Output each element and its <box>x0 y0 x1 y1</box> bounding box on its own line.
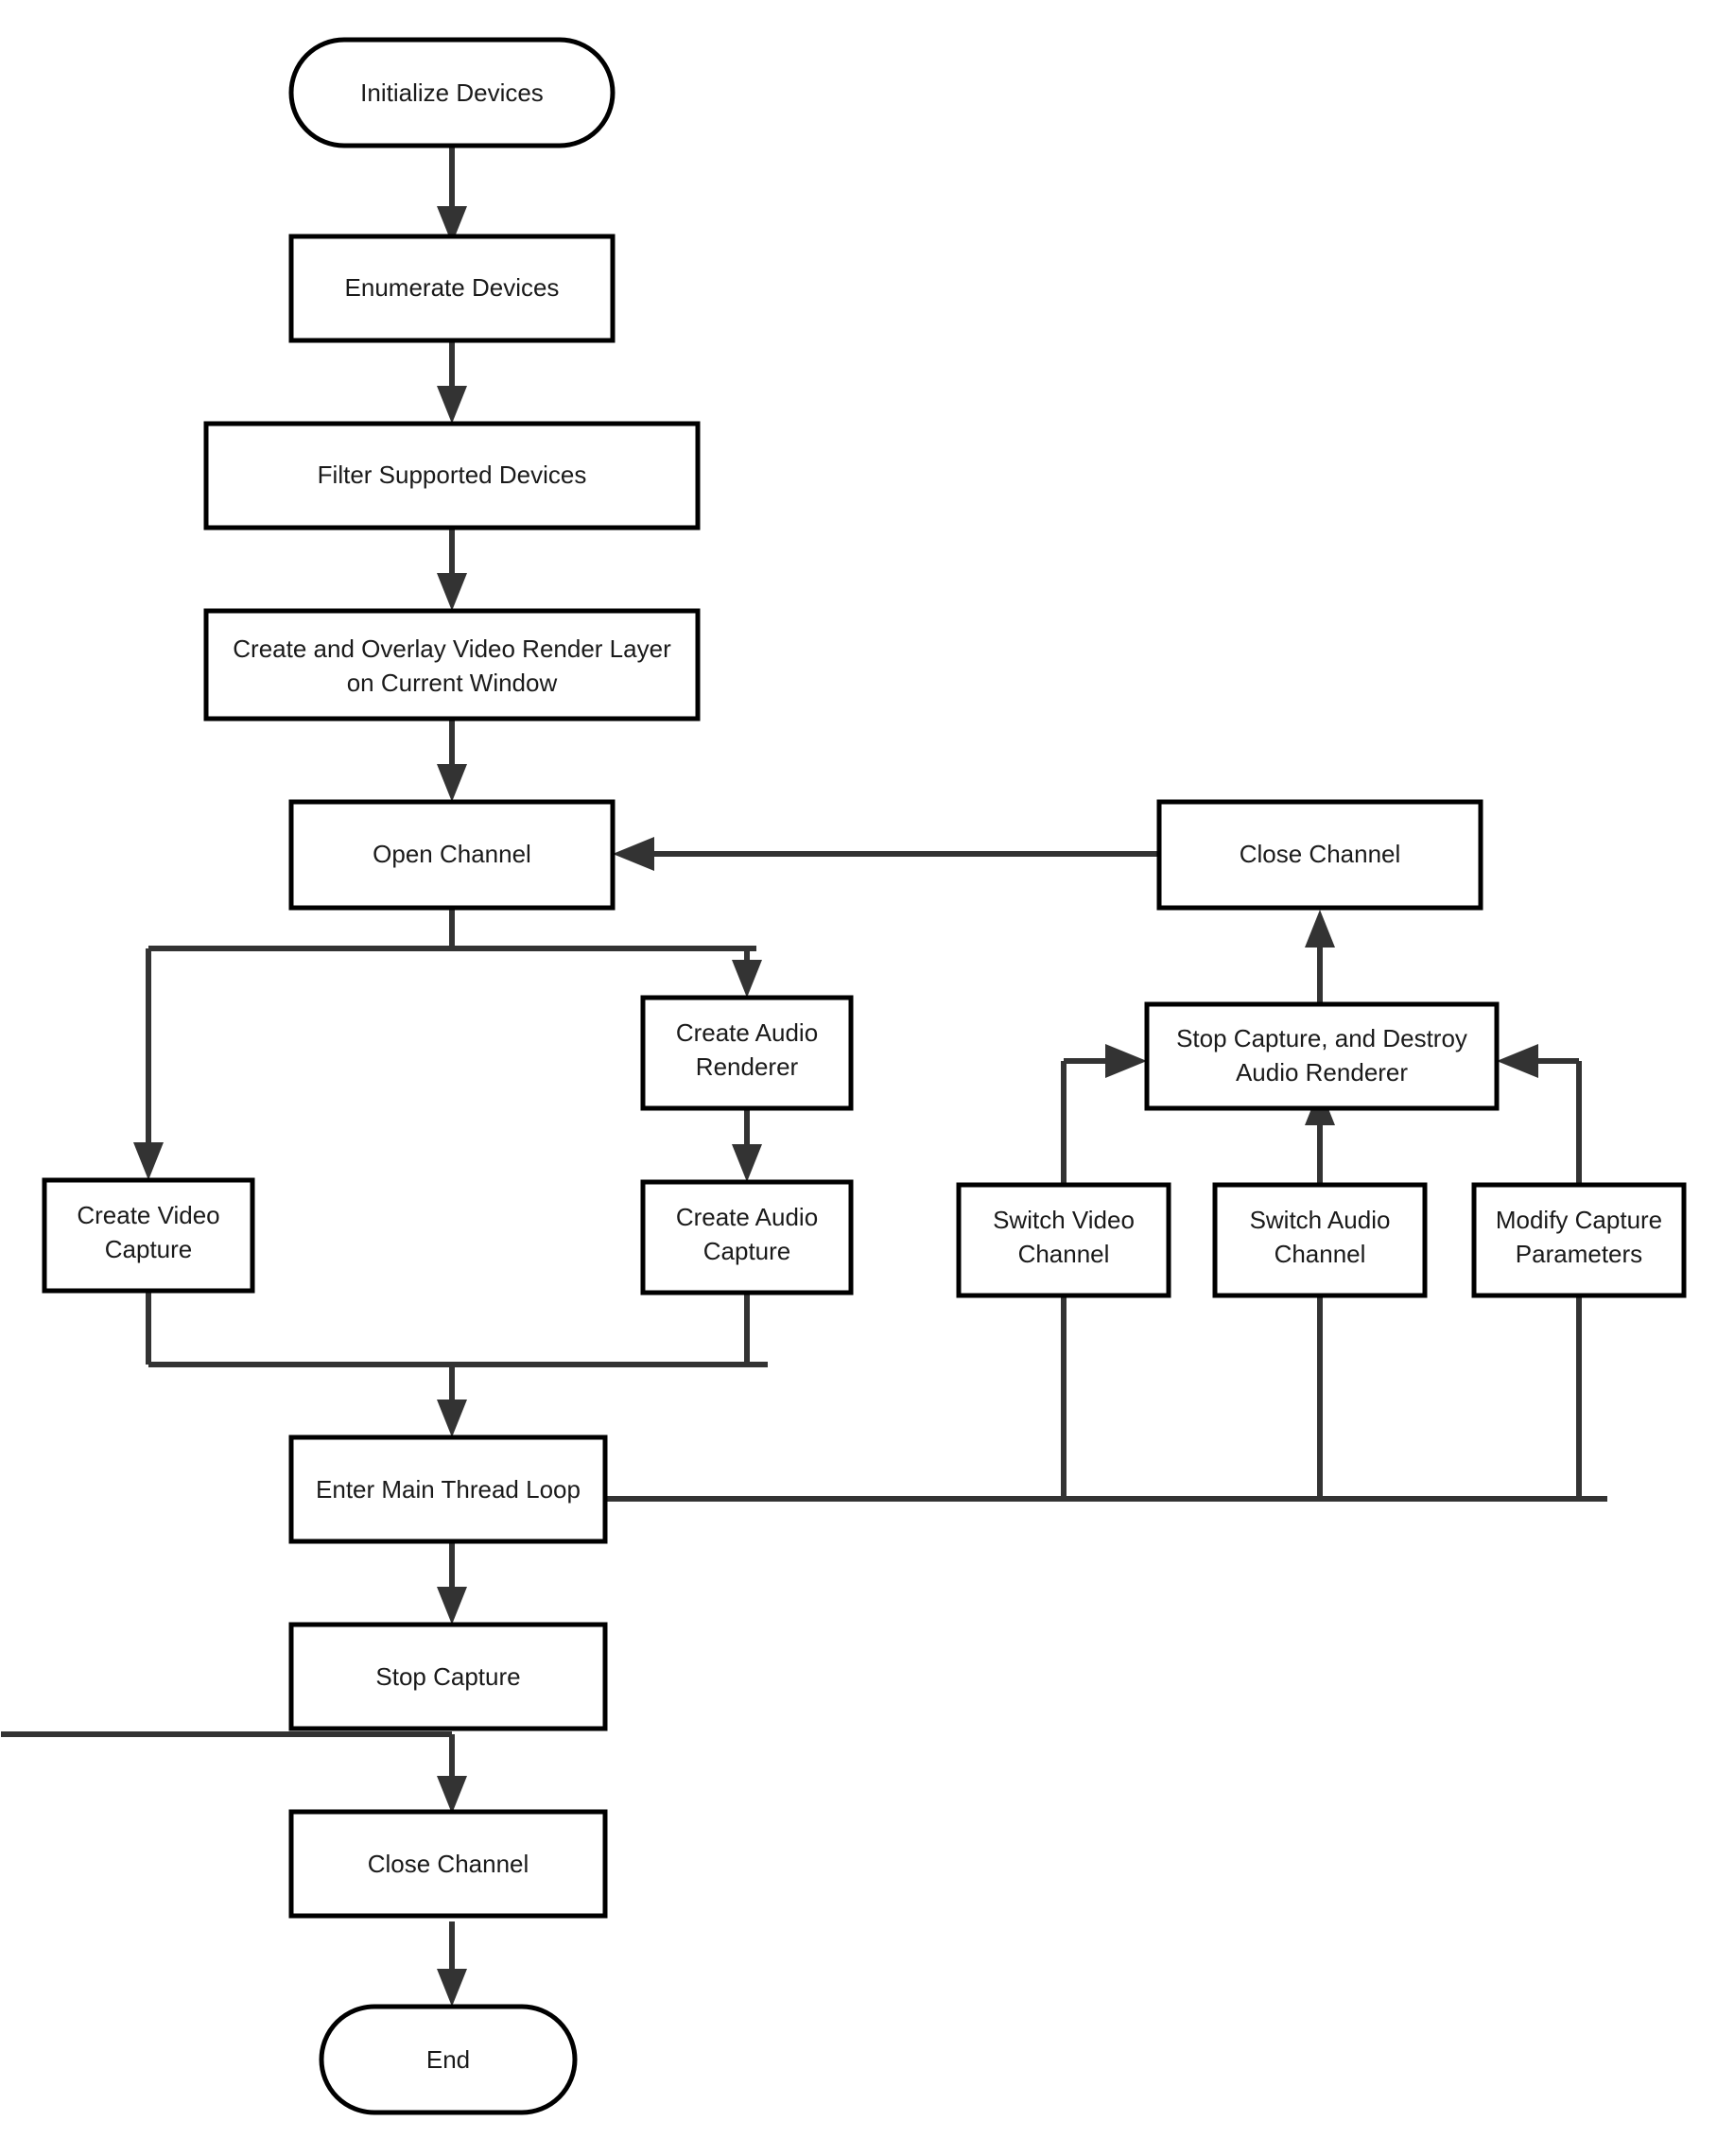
node-switch-video-channel[interactable]: Switch Video Channel <box>956 1182 1171 1298</box>
node-label-create-audio-renderer-line1: Create Audio <box>676 1018 818 1047</box>
node-label-switch-audio-channel-line1: Switch Audio <box>1250 1206 1391 1234</box>
node-open-channel[interactable]: Open Channel <box>288 799 616 911</box>
node-create-audio-renderer[interactable]: Create Audio Renderer <box>640 995 854 1111</box>
node-label-create-overlay-line2: on Current Window <box>347 669 558 697</box>
node-label-modify-capture-parameters-line2: Parameters <box>1516 1240 1642 1268</box>
edge-open-channel-split <box>133 908 762 1180</box>
node-switch-audio-channel[interactable]: Switch Audio Channel <box>1212 1182 1428 1298</box>
edge-enumerate-to-filter <box>437 340 467 424</box>
edge-initialize-to-enumerate <box>437 147 467 244</box>
node-label-enumerate-devices: Enumerate Devices <box>345 273 560 302</box>
node-label-switch-audio-channel-line2: Channel <box>1275 1240 1366 1268</box>
node-enumerate-devices[interactable]: Enumerate Devices <box>288 234 616 343</box>
node-label-stop-capture: Stop Capture <box>375 1662 520 1691</box>
node-enter-main-thread-loop[interactable]: Enter Main Thread Loop <box>288 1434 608 1544</box>
node-filter-supported-devices[interactable]: Filter Supported Devices <box>203 421 701 530</box>
node-label-switch-video-channel-line1: Switch Video <box>993 1206 1135 1234</box>
node-create-overlay-video-render-layer[interactable]: Create and Overlay Video Render Layer on… <box>203 608 701 722</box>
edge-audio-renderer-to-audio-capture <box>732 1108 762 1182</box>
node-label-filter-supported-devices: Filter Supported Devices <box>318 461 587 489</box>
node-label-close-channel-bottom: Close Channel <box>368 1850 529 1878</box>
node-initialize-devices[interactable]: Initialize Devices <box>288 37 616 148</box>
node-stop-capture[interactable]: Stop Capture <box>288 1622 608 1731</box>
edge-filter-to-create-overlay <box>437 528 467 611</box>
node-label-switch-video-channel-line2: Channel <box>1018 1240 1110 1268</box>
edge-switch-video-to-stop-capture-destroy <box>1061 1044 1147 1185</box>
node-label-initialize-devices: Initialize Devices <box>360 78 544 107</box>
node-label-stop-capture-destroy-line1: Stop Capture, and Destroy <box>1176 1024 1467 1052</box>
node-label-open-channel: Open Channel <box>373 840 531 868</box>
node-close-channel-bottom[interactable]: Close Channel <box>288 1809 608 1919</box>
edge-modify-capture-to-stop-capture-destroy <box>1497 1044 1582 1185</box>
edge-captures-to-main-loop <box>146 1290 768 1437</box>
node-label-close-channel-top: Close Channel <box>1240 840 1401 868</box>
node-close-channel-top[interactable]: Close Channel <box>1156 799 1483 911</box>
node-label-create-audio-capture-line2: Capture <box>703 1237 791 1265</box>
edge-create-overlay-to-open-channel <box>437 719 467 802</box>
node-create-video-capture[interactable]: Create Video Capture <box>42 1177 255 1294</box>
node-label-create-video-capture-line2: Capture <box>105 1235 193 1263</box>
edge-stop-capture-to-close-channel-bottom <box>1 1731 467 1814</box>
node-label-create-video-capture-line1: Create Video <box>77 1201 219 1229</box>
edge-close-channel-to-open-channel <box>613 837 1159 871</box>
node-end[interactable]: End <box>319 2004 578 2115</box>
node-label-enter-main-thread-loop: Enter Main Thread Loop <box>316 1475 581 1504</box>
node-label-modify-capture-parameters-line1: Modify Capture <box>1496 1206 1662 1234</box>
node-label-create-audio-renderer-line2: Renderer <box>696 1052 799 1081</box>
node-stop-capture-destroy-audio-renderer[interactable]: Stop Capture, and Destroy Audio Renderer <box>1144 1001 1500 1111</box>
node-label-create-audio-capture-line1: Create Audio <box>676 1203 818 1231</box>
node-create-audio-capture[interactable]: Create Audio Capture <box>640 1179 854 1295</box>
node-modify-capture-parameters[interactable]: Modify Capture Parameters <box>1471 1182 1687 1298</box>
node-label-create-overlay-line1: Create and Overlay Video Render Layer <box>233 635 671 663</box>
node-label-stop-capture-destroy-line2: Audio Renderer <box>1236 1058 1408 1087</box>
edge-close-channel-bottom-to-end <box>437 1921 467 2007</box>
edge-stop-capture-destroy-to-close-channel <box>1305 910 1335 1002</box>
edge-main-loop-to-stop-capture <box>437 1539 467 1625</box>
node-label-end: End <box>426 2045 470 2074</box>
